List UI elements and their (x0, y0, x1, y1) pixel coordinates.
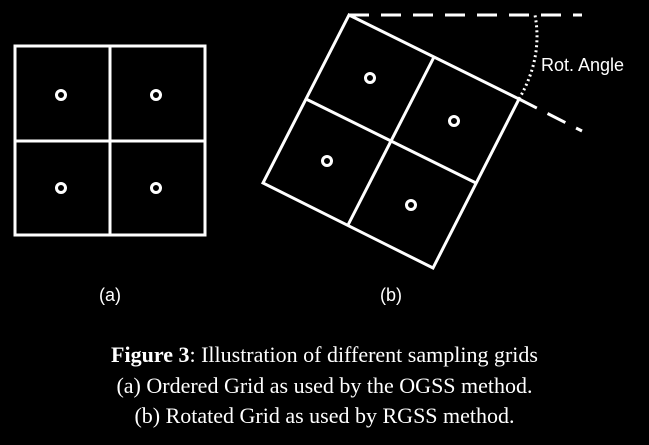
rotated-grid (260, 13, 522, 271)
rotated-sample-point (405, 199, 417, 211)
panel-a-label: (a) (99, 285, 121, 305)
ordered-grid (13, 44, 207, 237)
caption-line-b: (b) Rotated Grid as used by RGSS method. (134, 403, 515, 428)
rotated-grid-divider-2 (305, 97, 477, 185)
ordered-sample-point (55, 182, 67, 194)
rotated-sample-point (321, 155, 333, 167)
rotated-sample-point (448, 115, 460, 127)
ordered-sample-point (150, 182, 162, 194)
figure-caption-title: Figure 3: Illustration of different samp… (0, 341, 649, 368)
caption-line-a: (a) Ordered Grid as used by the OGSS met… (116, 373, 533, 398)
sampling-grids-figure: (a) Rot. Angle (b) (13, 13, 624, 305)
rotation-angle-arc (517, 14, 539, 100)
rotation-angle-label: Rot. Angle (541, 55, 624, 75)
rotated-grid-outline (260, 13, 522, 271)
rotated-reference-line (518, 97, 583, 133)
ordered-sample-point (55, 89, 67, 101)
figure-number: Figure 3 (111, 342, 190, 367)
rotated-sample-point (364, 72, 376, 84)
ordered-sample-point (150, 89, 162, 101)
panel-b-label: (b) (380, 285, 402, 305)
figure-title-text: : Illustration of different sampling gri… (189, 342, 538, 367)
